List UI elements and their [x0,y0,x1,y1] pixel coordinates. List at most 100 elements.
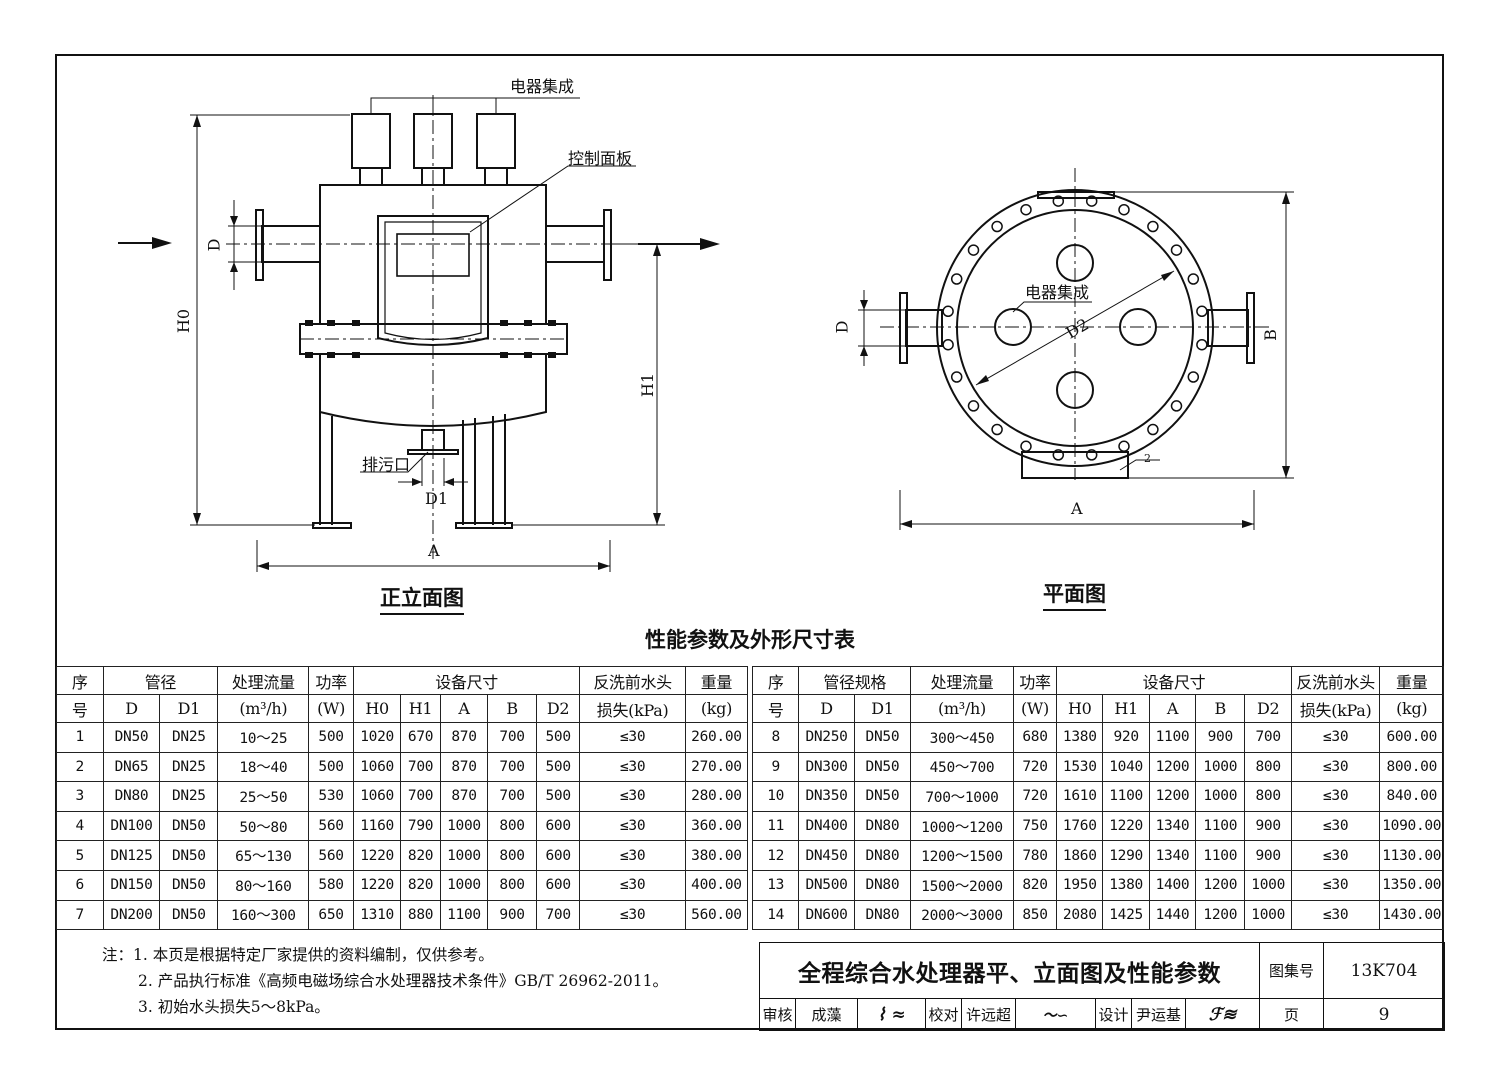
table-cell: 1200 [1195,869,1246,901]
table-cell: 4 [56,810,104,842]
table-cell: 1430.00 [1379,899,1444,931]
reviewer-name: 成藻 [795,998,858,1031]
bolt-hole [1118,203,1130,216]
table-cell: DN50 [159,899,219,931]
table-cell: 580 [308,869,354,901]
note-3: 3. 初始水头损失5～8kPa。 [138,998,330,1016]
table-cell: 790 [400,810,441,842]
table-cell: 780 [1012,840,1058,871]
front-elevation-drawing [118,95,720,572]
table-cell: 1530 [1056,751,1104,783]
header-loss-unit: 损失(kPa) [1290,694,1381,723]
table-cell: 50～80 [217,810,310,842]
bolt-hole [942,338,954,351]
bolt-hole [1170,244,1183,256]
bolt-hole [1196,305,1208,318]
dim-a-plan: A [1071,499,1083,518]
note-2: 2. 产品执行标准《高频电磁场综合水处理器技术条件》GB/T 26962-201… [138,972,668,990]
table-cell: DN80 [853,869,912,901]
table-cell: 680 [1012,722,1058,753]
table-cell: 1000 [1195,751,1246,783]
table-cell: 380.00 [684,840,749,871]
table-cell: 900 [1195,722,1246,753]
designer-signature: ℱ≋ [1184,998,1261,1031]
header-pipe: 管径规格 [798,666,912,695]
table-cell: 700～1000 [910,781,1014,812]
table-cell: 1220 [352,869,402,901]
table-cell: 700 [487,751,537,783]
table-cell: 1000 [439,840,489,871]
table-cell: 2080 [1056,899,1104,931]
label-control-panel: 控制面板 [568,149,633,168]
header-a: A [439,694,489,723]
table-cell: 80～160 [217,869,310,901]
table-cell: 1350.00 [1379,869,1444,901]
table-cell: 1160 [352,810,402,842]
table-cell: DN350 [798,781,855,812]
table-cell: 1380 [1102,869,1150,901]
table-cell: 850 [1012,899,1058,931]
table-cell: 530 [308,781,354,812]
table-cell: ≤30 [579,781,686,812]
table-cell: 800 [1244,751,1292,783]
table-cell: 1100 [1195,810,1246,842]
header-seq-top: 序 [56,666,104,695]
dim-d-plan: D [832,320,852,334]
plan-bolt-holes [942,195,1208,461]
table-cell: 260.00 [684,722,749,753]
header-d: D [102,694,161,723]
bolt-hole [1052,195,1065,207]
table-cell: 700 [1244,722,1292,753]
table-cell: 800.00 [1379,751,1444,783]
reviewer-signature: ⌇ ≈ [857,998,926,1031]
table-cell: 7 [56,899,104,931]
table-cell: 820 [400,869,441,901]
header-loss-unit: 损失(kPa) [579,694,686,723]
table-cell: 13 [751,869,800,901]
table-cell: 12 [751,840,800,871]
table-cell: 670 [400,722,441,753]
review-label: 审核 [759,998,796,1031]
table-cell: 280.00 [684,781,749,812]
bolt-hole [1187,273,1200,285]
table-cell: ≤30 [579,722,686,753]
table-cell: 18～40 [217,751,310,783]
page-number: 9 [1323,998,1446,1031]
table-cell: 560.00 [684,899,749,931]
table-cell: 720 [1012,781,1058,812]
table-cell: DN80 [853,899,912,931]
table-cell: 5 [56,840,104,871]
page-label: 页 [1259,998,1325,1031]
table-cell: 800 [487,810,537,842]
table-cell: 1060 [352,751,402,783]
table-cell: DN65 [102,751,161,783]
atlas-label: 图集号 [1259,942,1325,999]
header-flow-unit: (m³/h) [217,694,310,723]
dim-b: B [1260,329,1280,341]
table-cell: 700 [487,722,537,753]
table-cell: 400.00 [684,869,749,901]
header-h1: H1 [1102,694,1150,723]
table-cell: 1340 [1148,810,1197,842]
table-cell: 500 [308,751,354,783]
table-cell: 3 [56,781,104,812]
table-cell: 1000 [439,810,489,842]
bolt-hole [1052,449,1065,461]
table-cell: 900 [487,899,537,931]
note-1: 注：1. 本页是根据特定厂家提供的资料编制，仅供参考。 [102,946,494,964]
table-cell: 1950 [1056,869,1104,901]
table-cell: 870 [439,751,489,783]
table-cell: 1340 [1148,840,1197,871]
header-d: D [798,694,855,723]
label-electrical-plan: 电器集成 [1025,283,1090,302]
table-cell: 560 [308,840,354,871]
table-cell: 1200 [1148,781,1197,812]
header-weight-unit: (kg) [684,694,749,723]
header-h0: H0 [352,694,402,723]
atlas-number: 13K704 [1323,942,1446,999]
header-power-unit: (W) [1012,694,1058,723]
